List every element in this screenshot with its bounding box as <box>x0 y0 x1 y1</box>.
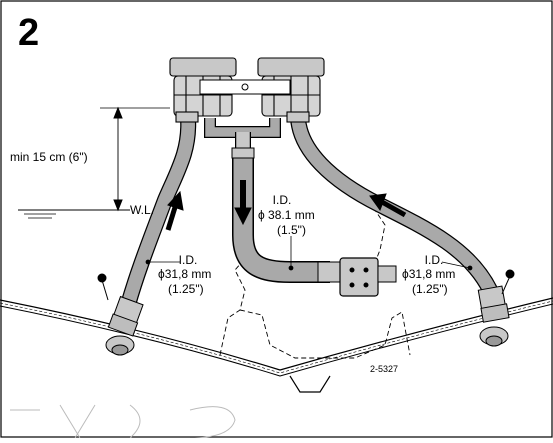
center-hose-inch-label: (1.5") <box>277 223 306 237</box>
mounting-bracket <box>199 79 291 95</box>
right-hose-mm-label: ϕ31,8 mm <box>402 267 456 281</box>
center-hose <box>204 118 330 283</box>
right-hose-inch-label: (1.25") <box>412 282 448 296</box>
center-hose-mm-label: ϕ 38.1 mm <box>258 208 315 222</box>
left-seacock <box>97 273 144 356</box>
flow-arrows <box>165 180 407 231</box>
center-hose-id-label: I.D. <box>272 193 292 207</box>
left-hose-id-label: I.D. <box>178 253 198 267</box>
hull <box>0 297 553 393</box>
right-flow-arrow-icon <box>369 193 387 212</box>
pump-right <box>257 57 325 123</box>
leader-lines <box>145 236 473 271</box>
waterline-label: W.L. <box>130 203 155 217</box>
drawing-reference: 2-5327 <box>370 364 399 374</box>
watermark-shape <box>10 404 236 439</box>
min-height-label: min 15 cm (6") <box>10 150 88 164</box>
right-hose-id-label: I.D. <box>424 253 444 267</box>
left-hose <box>120 117 197 308</box>
height-dimension <box>100 106 170 212</box>
left-flow-arrow-icon <box>167 190 184 211</box>
valve-body <box>317 257 397 297</box>
figure-number: 2 <box>18 12 40 54</box>
waterline-symbol <box>18 209 130 219</box>
left-hose-mm-label: ϕ31,8 mm <box>158 267 212 281</box>
right-seacock <box>477 269 515 347</box>
center-flow-arrow-icon <box>234 207 252 226</box>
left-hose-inch-label: (1.25") <box>168 282 204 296</box>
